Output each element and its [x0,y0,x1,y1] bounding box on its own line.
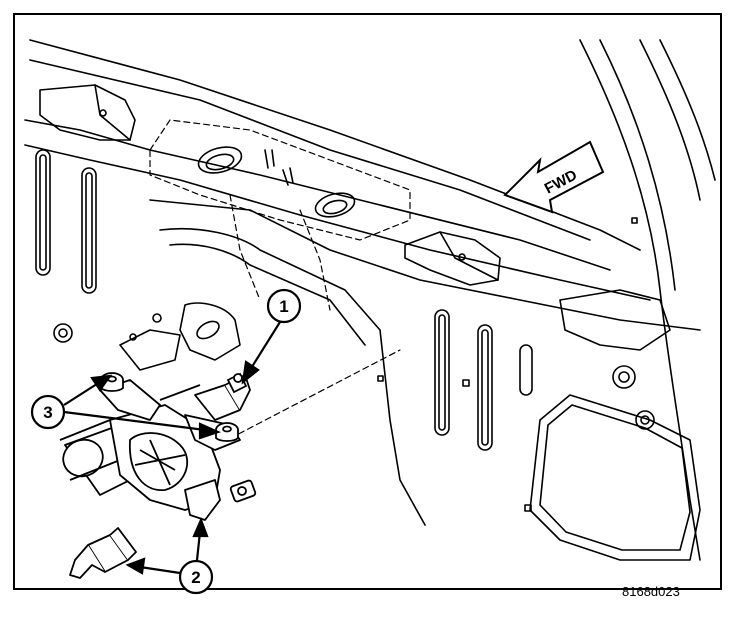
vertical-slots-right [434,309,533,451]
callout-3-number: 3 [43,403,52,422]
forward-direction-arrow: FWD [503,140,605,214]
callout-2-number: 2 [191,568,200,587]
wiper-motor-assembly [59,374,257,521]
leader-lines [63,321,281,575]
motor-support-bracket [119,302,241,371]
access-holes-top [197,146,356,218]
callout-1-number: 1 [279,297,288,316]
figure-id: 8168d023 [622,584,680,599]
electrical-connector [69,527,137,579]
liftgate-upper-edge [24,39,701,331]
wiper-shaft [226,372,248,394]
callout-3: 3 [30,394,66,430]
liftgate-right-edge [579,39,716,561]
diagram-frame [13,13,722,590]
callout-2: 2 [178,559,214,595]
hidden-reinforcement [149,119,411,481]
callout-1: 1 [266,288,302,324]
hinge-bracket-left [39,84,136,141]
vertical-slots-left [35,149,97,294]
mounting-holes [53,217,655,512]
inner-panel-frame [159,227,701,561]
hinge-bracket-right [404,231,501,286]
